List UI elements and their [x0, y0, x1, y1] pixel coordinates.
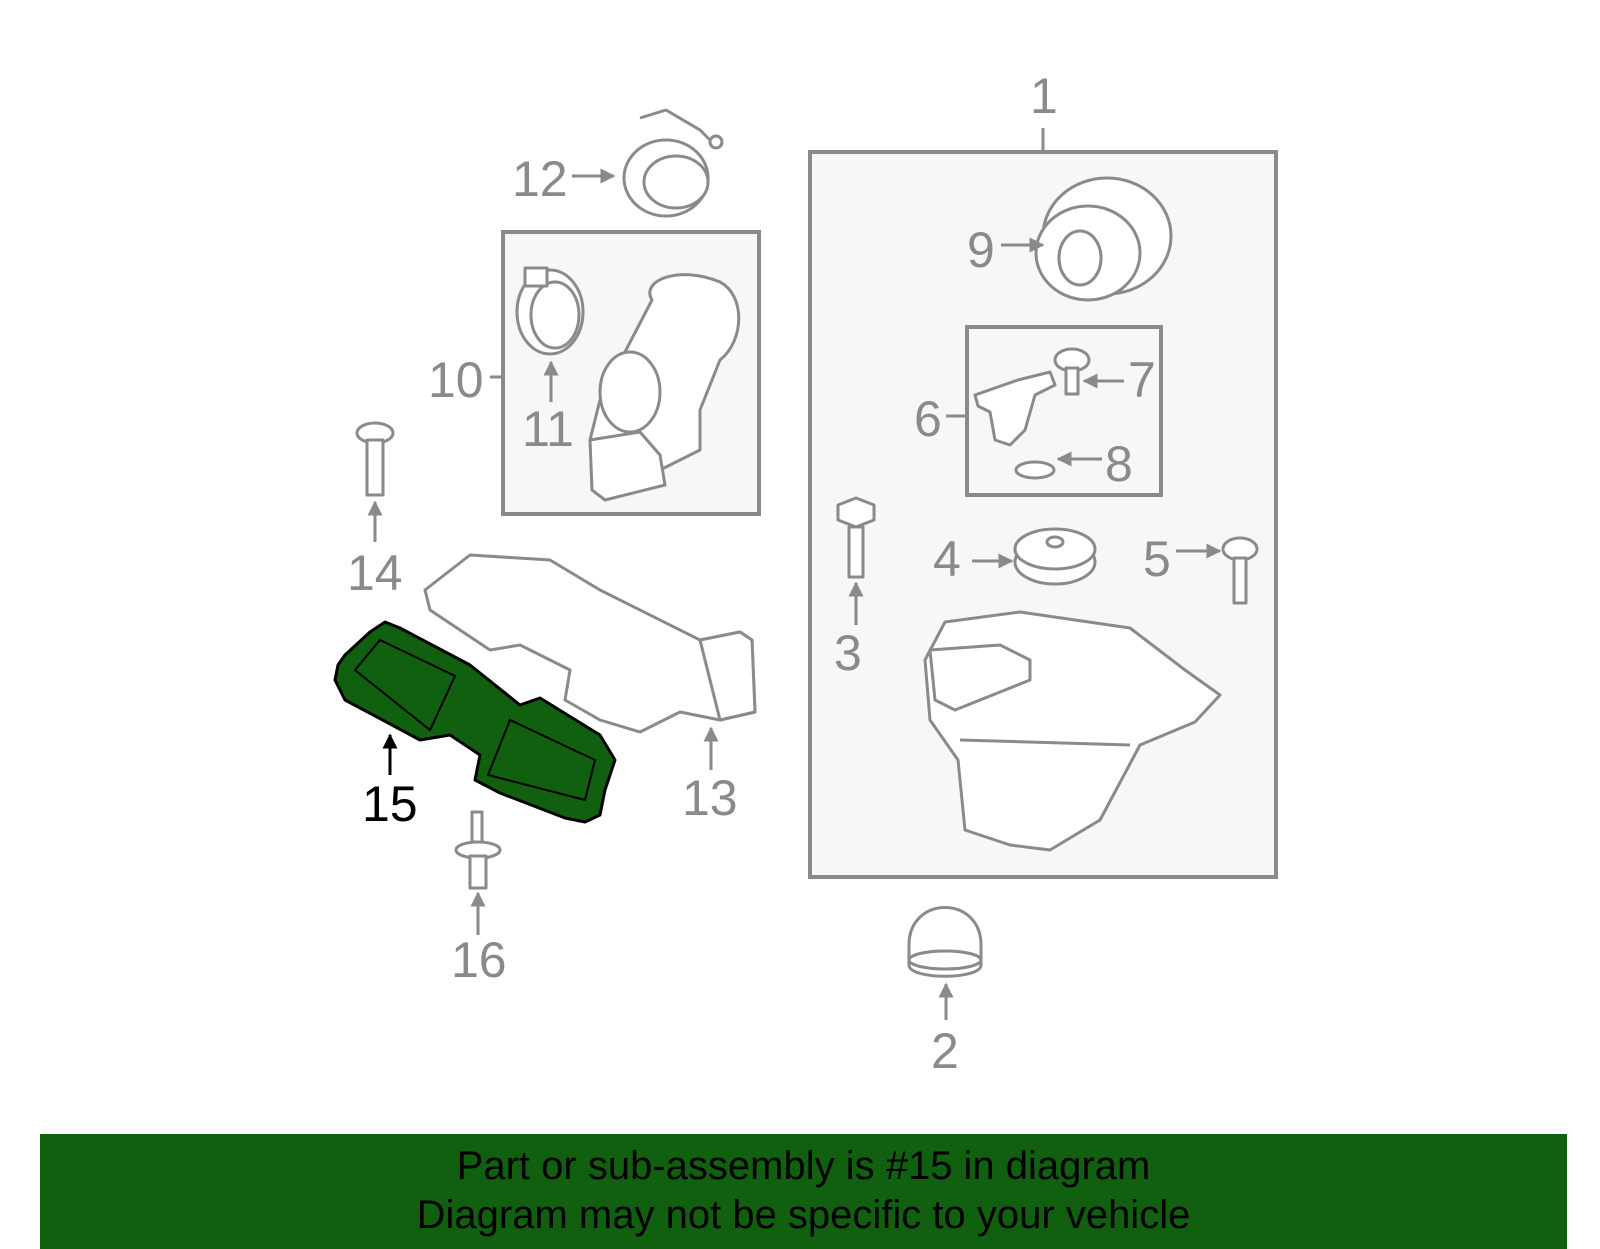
part-15-air-duct-highlighted[interactable] — [333, 620, 617, 824]
callout-8: 8 — [1105, 436, 1133, 492]
part-6-sensor[interactable] — [973, 370, 1057, 447]
callout-11: 11 — [522, 401, 574, 457]
part-8-o-ring[interactable] — [1014, 460, 1056, 480]
callout-6: 6 — [914, 391, 942, 447]
banner-line-2: Diagram may not be specific to your vehi… — [416, 1193, 1191, 1237]
part-3-bolt[interactable] — [836, 496, 876, 579]
part-12-clamp[interactable] — [622, 108, 724, 218]
callout-4: 4 — [933, 531, 961, 587]
callout-15: 15 — [362, 776, 418, 832]
callout-7: 7 — [1128, 352, 1156, 408]
callout-2: 2 — [931, 1023, 959, 1079]
part-11-hose-clamp[interactable] — [515, 266, 585, 356]
parts-diagram: 1 12 9 10 7 6 11 8 4 5 14 3 13 15 16 2 — [333, 68, 1278, 1079]
part-9-air-filter[interactable] — [1034, 176, 1173, 302]
callout-10: 10 — [428, 352, 484, 408]
part-10-intake-hose[interactable] — [588, 273, 741, 502]
part-5-screw[interactable] — [1221, 536, 1259, 605]
part-2-cap[interactable] — [907, 906, 983, 978]
callout-5: 5 — [1143, 531, 1171, 587]
part-1-air-box[interactable] — [923, 610, 1222, 852]
callout-12: 12 — [512, 151, 568, 207]
part-14-bolt[interactable] — [355, 421, 395, 497]
callout-1: 1 — [1030, 68, 1058, 124]
callout-13: 13 — [682, 770, 738, 826]
part-13-intake-duct[interactable] — [423, 553, 757, 734]
callout-3: 3 — [834, 625, 862, 681]
callout-16: 16 — [451, 932, 507, 988]
callout-9: 9 — [967, 222, 995, 278]
part-7-screw[interactable] — [1053, 347, 1091, 396]
banner-line-1: Part or sub-assembly is #15 in diagram — [456, 1144, 1151, 1188]
info-banner: Part or sub-assembly is #15 in diagram D… — [40, 1134, 1567, 1249]
callout-14: 14 — [347, 545, 403, 601]
part-4-grommet[interactable] — [1013, 527, 1097, 586]
part-16-clip[interactable] — [454, 810, 502, 890]
